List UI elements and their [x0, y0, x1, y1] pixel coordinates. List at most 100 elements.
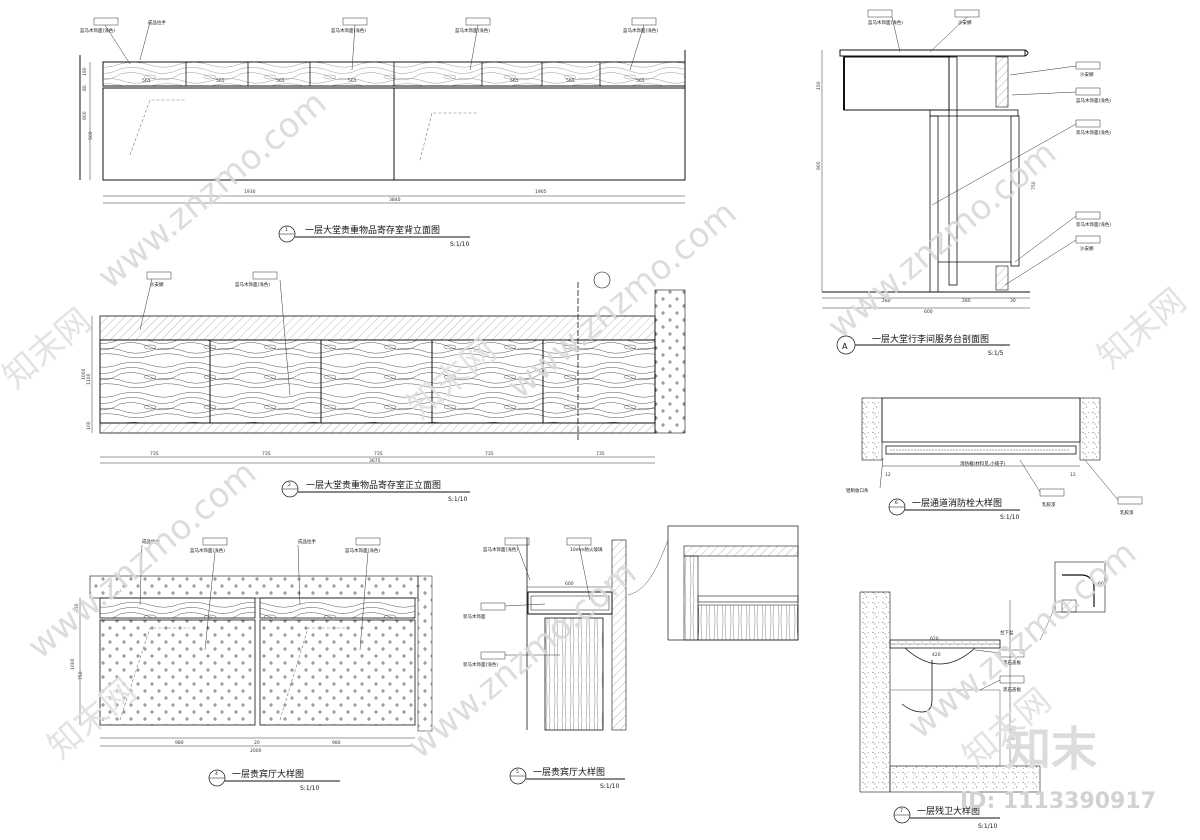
d4-w2: 20	[254, 740, 260, 746]
brand-logo-text: 知末	[1005, 722, 1097, 776]
watermark-site-3: www.znzmo.com	[820, 133, 1064, 347]
watermark-logo-3: 知末网	[1090, 281, 1194, 377]
d2-h1: 1000	[81, 368, 87, 380]
d1-height-total: 900	[82, 111, 88, 120]
d7-number: 7	[900, 808, 903, 814]
d4-note-1: 成品拉手	[142, 538, 160, 545]
d6-number: 6	[895, 500, 898, 506]
d5-dim: 600	[565, 581, 574, 587]
dA-dim-3: 30	[1010, 298, 1016, 304]
dA-note-6: 装马木饰面(浅色)	[1076, 221, 1111, 228]
d6-title: 一层通道消防栓大样图	[912, 497, 1002, 509]
d4-h2: 1000	[70, 658, 76, 670]
d2-note-2: 蓝马木饰面(浅色)	[235, 281, 270, 288]
dA-note-5: 装马木饰面(浅色)	[1076, 129, 1111, 136]
d5-note-2: 10mm防火玻璃	[570, 546, 603, 553]
d6-note-2: 乳胶漆	[1042, 501, 1056, 508]
d7-note-1: 台下盆	[1000, 629, 1014, 636]
d4-h3: 750	[78, 671, 84, 680]
drawing-2-front-elevation: 735 735 735 735 735 3675 1000 1100 100 沙…	[81, 271, 686, 503]
d4-note-2: 蓝马木饰面(浅色)	[190, 547, 225, 554]
image-id-text: ID: 1113390917	[960, 789, 1156, 814]
dA-scale: S:1/5	[988, 350, 1004, 357]
d6-note-box: 消防箱(材料见,小缝子)	[960, 460, 1006, 467]
dA-dim-1: 280	[882, 298, 891, 304]
d1-drawer-w2: 565	[216, 78, 225, 84]
drawing-1-back-elevation: 1930 1905 3840 565 565 565 565 565 565 5…	[79, 17, 686, 248]
watermark-site-1: www.znzmo.com	[90, 83, 334, 297]
d1-drawer-w5: 565	[510, 78, 519, 84]
d7-note-3: 黑石盖板	[1003, 686, 1021, 693]
d2-h2: 1100	[86, 373, 92, 385]
d6-dim-1: 12	[885, 472, 891, 478]
drawing-6-hydrant: 消防箱(材料见,小缝子) 铝制收口条 乳胶漆 乳胶漆 12 12 6 一层通道消…	[846, 397, 1143, 521]
d1-note-2: 蓝马木饰面(浅色)	[331, 27, 366, 34]
d7-dim-3: 60	[1098, 581, 1104, 587]
d1-total-width: 3840	[389, 197, 401, 203]
d1-scale: S:1/10	[450, 241, 469, 248]
d2-w2: 735	[262, 451, 271, 457]
d5-note-3: 装马木饰面	[463, 613, 486, 620]
d2-w3: 735	[374, 451, 383, 457]
d7-dim-4: 420	[932, 652, 941, 658]
d1-drawer-w3: 565	[276, 78, 285, 84]
d5-number: 5	[516, 769, 519, 775]
d5-scale: S:1/10	[600, 783, 619, 790]
d1-height-3: 500	[88, 131, 94, 140]
d1-note-4: 蓝马木饰面(浅色)	[623, 27, 658, 34]
drawing-5-vip-section: 600 蓝马木饰面(浅色) 10mm防火玻璃 装马木饰面 装马木饰面(浅色) 5…	[463, 525, 799, 790]
d6-scale: S:1/10	[1000, 514, 1019, 521]
dA-note-7: 沙安娜	[1080, 245, 1094, 252]
brand-watermark: 知末 ID: 1113390917	[960, 722, 1156, 814]
d5-note-4: 装马木饰面(浅色)	[463, 661, 498, 668]
d4-note-3: 成品拉手	[298, 538, 316, 545]
dA-h2: 900	[816, 161, 822, 170]
d5-note-1: 蓝马木饰面(浅色)	[483, 546, 518, 553]
dA-total: 600	[924, 309, 933, 315]
d7-dim-2: 2150	[1010, 728, 1016, 740]
dA-note-2: 沙安娜	[958, 19, 972, 26]
d7-scale: S:1/10	[978, 823, 997, 830]
d4-title: 一层贵宾厅大样图	[232, 768, 304, 780]
drawing-7-accessible-wc: 620 2150 420 60 台下盆 黑石盖板 黑石盖板 7 一层残卫大样图 …	[859, 561, 1106, 830]
dA-note-4: 蓝马木饰面(浅色)	[1076, 97, 1111, 104]
d4-w1: 980	[175, 740, 184, 746]
drawing-4-vip-lounge: 980 20 980 2000 150 1000 750 成品拉手 蓝马木饰面(…	[70, 537, 433, 792]
watermark-site-5: www.znzmo.com	[400, 553, 644, 767]
d2-note-1: 沙安娜	[150, 281, 164, 288]
d4-scale: S:1/10	[300, 785, 319, 792]
d1-note-3: 蓝马木饰面(浅色)	[455, 27, 490, 34]
d1-drawer-w6: 565	[566, 78, 575, 84]
d1-height-2: 80	[82, 85, 88, 91]
d1-title: 一层大堂贵重物品寄存室背立面图	[305, 224, 440, 236]
dA-title: 一层大堂行李间服务台剖面图	[872, 333, 989, 345]
dA-h1: 150	[816, 81, 822, 90]
dA-dim-2: 280	[962, 298, 971, 304]
d4-total: 2000	[250, 748, 262, 754]
d1-width-2: 1905	[535, 189, 547, 195]
d4-number: 4	[215, 771, 218, 777]
d6-note-3: 乳胶漆	[1120, 509, 1134, 516]
d2-number: 2	[288, 482, 291, 488]
d6-dim-2: 12	[1070, 472, 1076, 478]
d1-height-1: 190	[82, 67, 88, 76]
d2-scale: S:1/10	[448, 496, 467, 503]
d2-h3: 100	[86, 421, 92, 430]
watermark-logo-1: 知末网	[0, 301, 99, 397]
d5-title: 一层贵宾厅大样图	[533, 766, 605, 778]
drawing-A-section: 280 280 30 600 150 900 750 蓝马木饰面(浅色) 沙安娜…	[816, 9, 1111, 357]
d4-w3: 980	[332, 740, 341, 746]
d1-drawer-w7: 565	[636, 78, 645, 84]
d7-title: 一层残卫大样图	[917, 805, 980, 817]
d7-dim-1: 620	[930, 636, 939, 642]
dA-number: A	[842, 342, 848, 351]
d1-drawer-w4: 565	[348, 78, 357, 84]
d6-note-1: 铝制收口条	[846, 487, 869, 494]
d2-w5: 735	[596, 451, 605, 457]
d1-note-1: 蓝马木饰面(浅色)	[80, 27, 115, 34]
d4-note-4: 蓝马木饰面(浅色)	[345, 547, 380, 554]
d1-width-1: 1930	[244, 189, 256, 195]
dA-note-1: 蓝马木饰面(浅色)	[868, 19, 903, 26]
dA-h3: 750	[1031, 181, 1037, 190]
